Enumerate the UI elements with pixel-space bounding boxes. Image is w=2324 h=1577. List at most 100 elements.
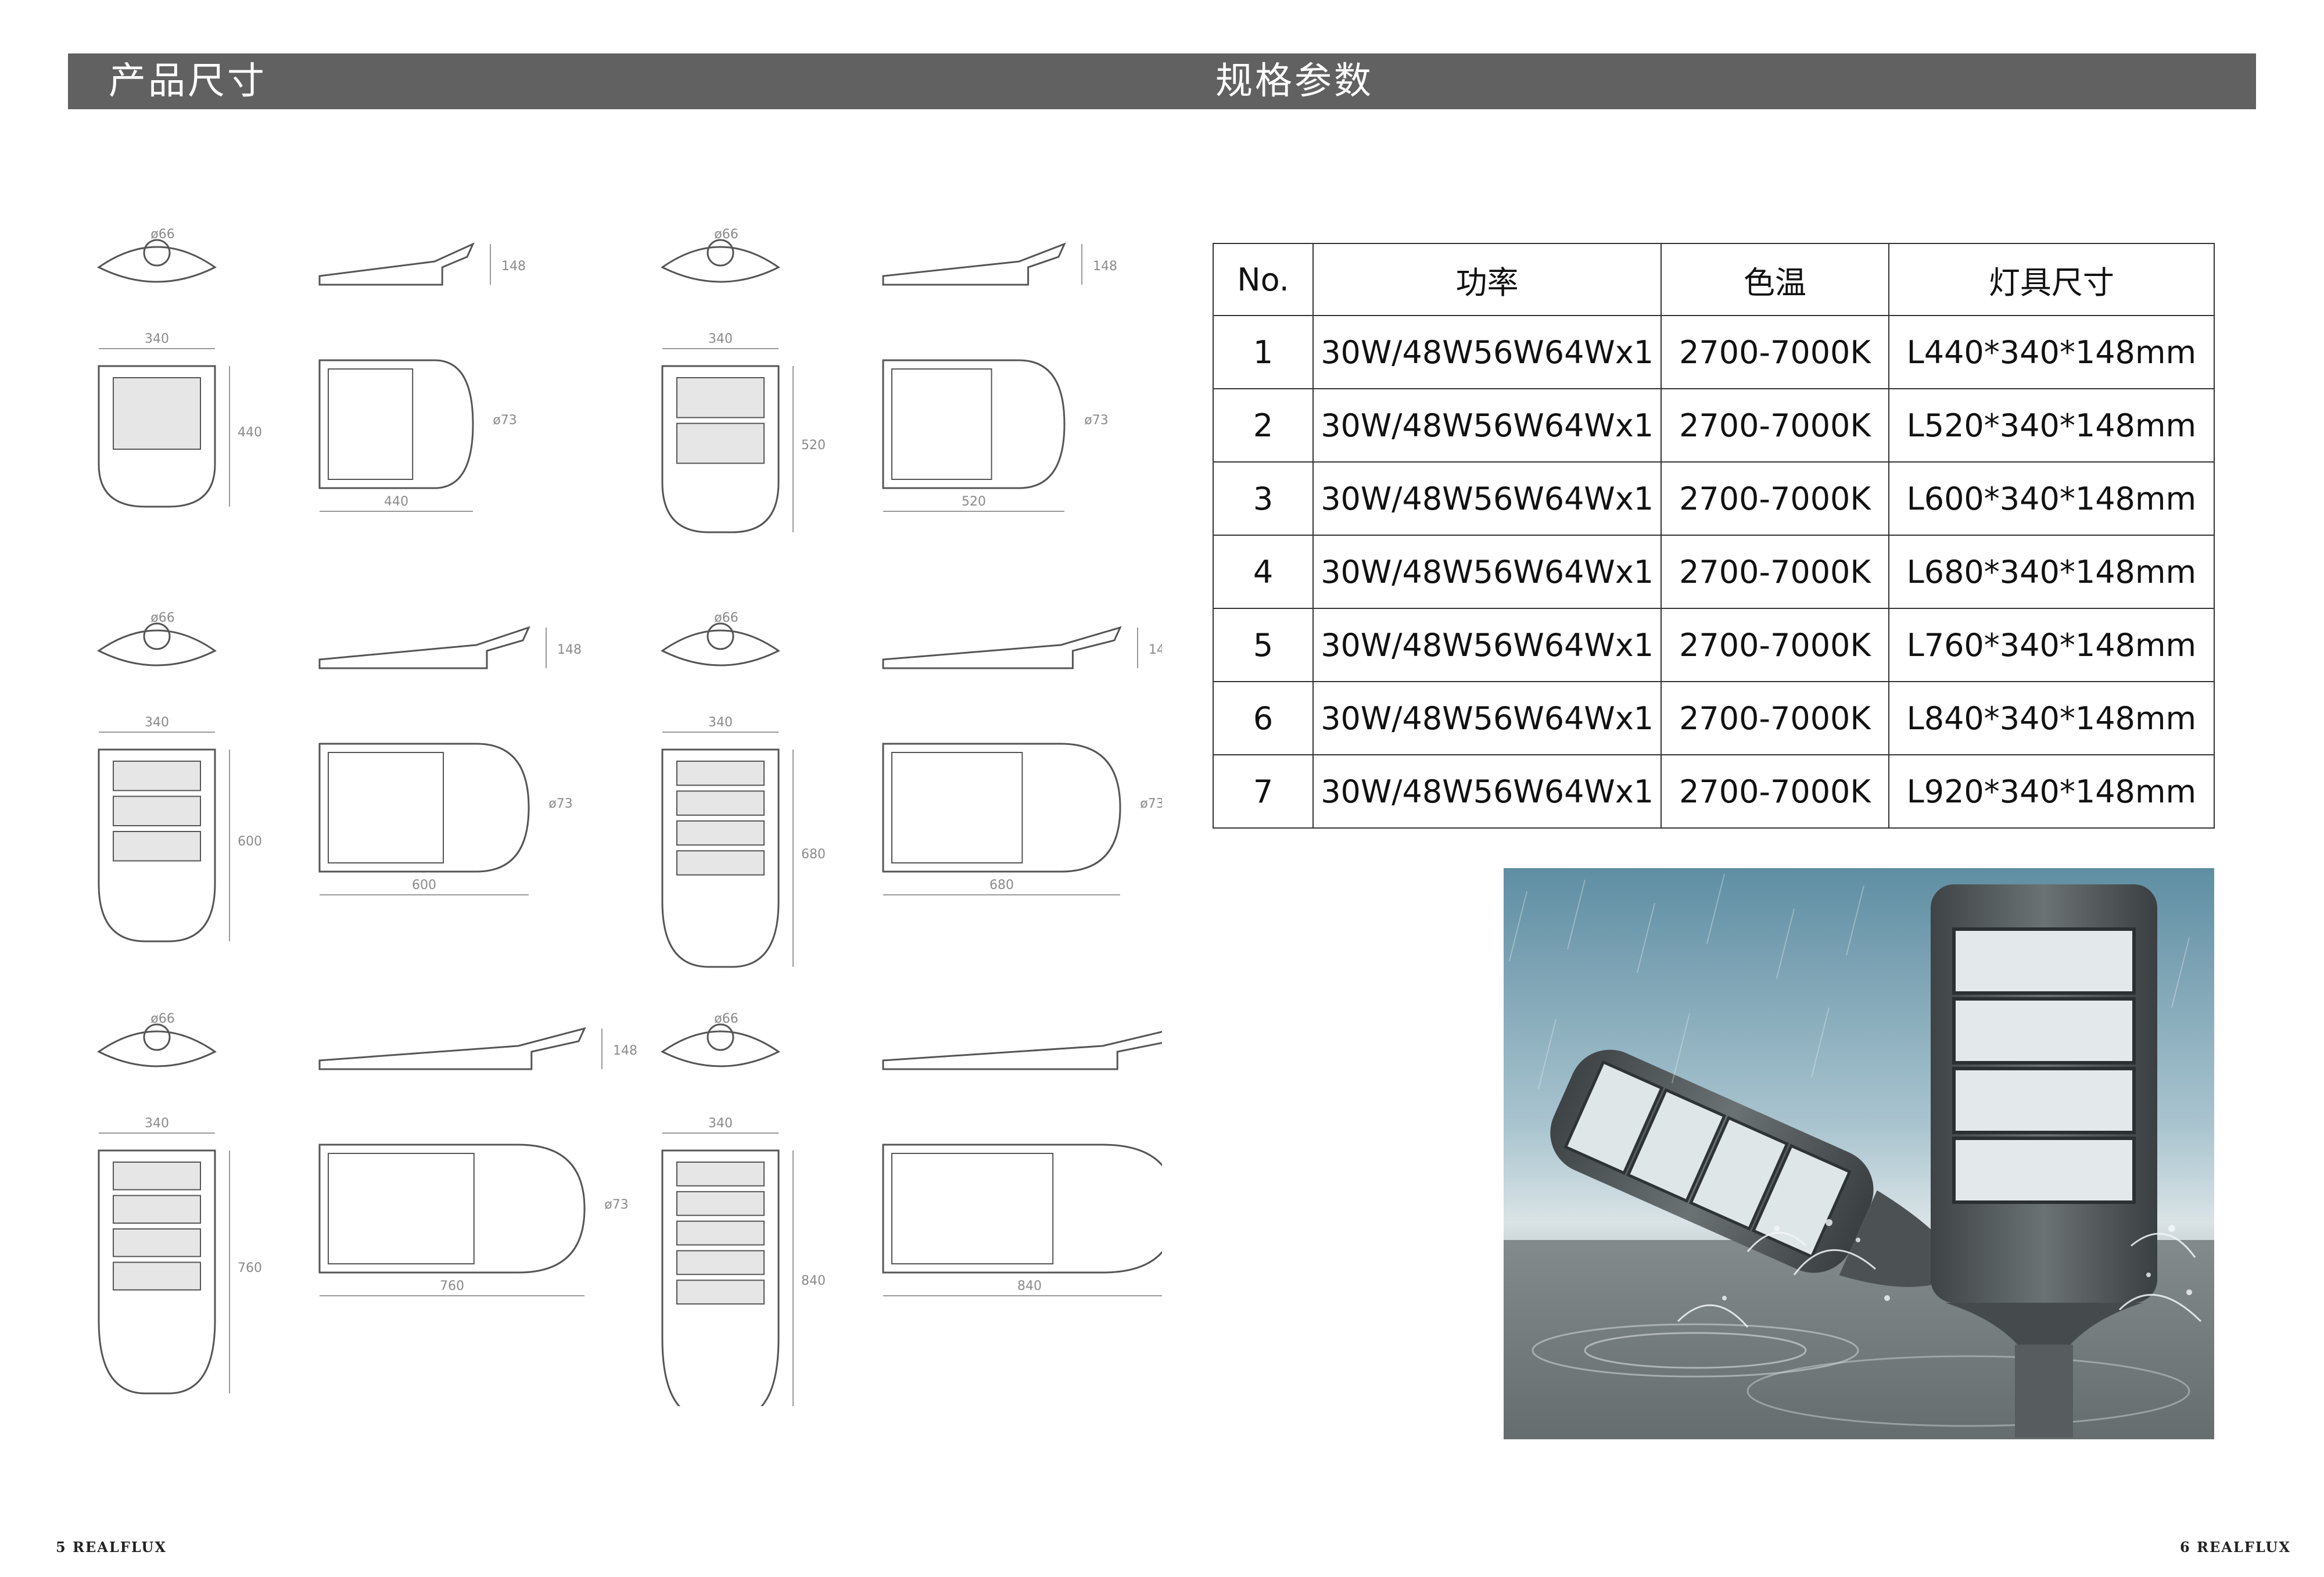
pole-diameter-label: ø66 xyxy=(150,611,174,625)
dimension-drawing-6: ø66148340840ø73840 xyxy=(661,1012,1229,1420)
cell-no: 1 xyxy=(1212,315,1314,389)
top-view-outline xyxy=(318,743,530,873)
led-module xyxy=(113,795,201,826)
side-view-outline xyxy=(318,626,530,669)
footer-right-page: 6 REALFLUX xyxy=(2180,1539,2291,1556)
top-length-label: 600 xyxy=(412,878,436,893)
top-length-label: 440 xyxy=(384,494,408,509)
side-view-outline xyxy=(882,242,1066,286)
height-label: 148 xyxy=(1149,643,1162,657)
street-light-rain-photo xyxy=(1504,868,2214,1439)
led-module xyxy=(676,820,765,846)
top-length-label: 680 xyxy=(989,878,1014,893)
led-module xyxy=(113,831,201,862)
cell-power: 30W/48W56W64Wx1 xyxy=(1312,535,1662,609)
led-module xyxy=(113,1195,201,1224)
led-module xyxy=(113,1261,201,1291)
front-length-label: 760 xyxy=(238,1261,262,1275)
top-view-panel xyxy=(328,368,414,480)
front-view-outline xyxy=(661,1149,780,1420)
header-no: No. xyxy=(1212,243,1314,316)
height-label: 148 xyxy=(501,259,526,274)
cell-power: 30W/48W56W64Wx1 xyxy=(1312,315,1662,389)
end-view-pole-circle xyxy=(143,1023,171,1051)
front-view-outline xyxy=(98,365,216,508)
end-view-outline xyxy=(661,629,780,666)
cell-power: 30W/48W56W64Wx1 xyxy=(1312,608,1662,682)
cell-color-temp: 2700-7000K xyxy=(1660,535,1889,609)
led-module xyxy=(113,377,201,450)
cell-no: 5 xyxy=(1212,608,1314,682)
cell-size: L920*340*148mm xyxy=(1888,754,2215,829)
arm-diameter-label: ø73 xyxy=(1140,797,1162,811)
led-module xyxy=(676,1250,765,1275)
top-view-outline xyxy=(318,359,474,489)
led-module xyxy=(113,1228,201,1257)
dimension-drawing-4: ø66148340680ø73680 xyxy=(661,611,1173,968)
top-view-panel xyxy=(328,752,444,863)
led-module xyxy=(676,790,765,816)
cell-color-temp: 2700-7000K xyxy=(1660,608,1889,682)
led-module xyxy=(676,1220,765,1246)
header-bar: 产品尺寸 规格参数 xyxy=(68,53,2256,109)
cell-no: 3 xyxy=(1212,461,1314,536)
led-module xyxy=(676,1279,765,1305)
top-view-panel xyxy=(328,1153,475,1264)
side-view-outline xyxy=(318,242,475,286)
dimension-drawings-svg: ø66148340440ø73440ø66148340520ø73520ø661… xyxy=(97,227,1229,1420)
cell-no: 2 xyxy=(1212,388,1314,463)
top-view-panel xyxy=(891,368,992,480)
top-length-label: 840 xyxy=(1017,1279,1042,1293)
cell-size: L520*340*148mm xyxy=(1888,388,2215,463)
top-length-label: 520 xyxy=(962,494,986,509)
pole-diameter-label: ø66 xyxy=(714,611,738,625)
led-module xyxy=(113,1162,201,1191)
cell-power: 30W/48W56W64Wx1 xyxy=(1312,681,1662,755)
pole-diameter-label: ø66 xyxy=(714,227,738,242)
arm-diameter-label: ø73 xyxy=(548,797,572,811)
led-module xyxy=(676,422,765,464)
table-row: 6 30W/48W56W64Wx1 2700-7000K L840*340*14… xyxy=(1212,681,2215,755)
footer-left-page: 5 REALFLUX xyxy=(56,1539,167,1556)
end-view-pole-circle xyxy=(706,1023,734,1051)
table-row: 2 30W/48W56W64Wx1 2700-7000K L520*340*14… xyxy=(1212,388,2215,463)
arm-diameter-label: ø73 xyxy=(604,1198,628,1212)
product-photo xyxy=(1504,868,2214,1439)
width-label: 340 xyxy=(145,1116,169,1131)
side-view-outline xyxy=(318,1027,586,1070)
top-view-outline xyxy=(318,1144,586,1274)
front-length-label: 520 xyxy=(801,438,826,453)
cell-color-temp: 2700-7000K xyxy=(1660,461,1889,536)
end-view-outline xyxy=(661,246,780,283)
side-view-outline xyxy=(882,1027,1178,1070)
cell-color-temp: 2700-7000K xyxy=(1660,754,1889,829)
cell-color-temp: 2700-7000K xyxy=(1660,315,1889,389)
cell-size: L680*340*148mm xyxy=(1888,535,2215,609)
cell-color-temp: 2700-7000K xyxy=(1660,681,1889,755)
width-label: 340 xyxy=(708,1116,733,1131)
pole-diameter-label: ø66 xyxy=(150,1012,174,1026)
front-length-label: 600 xyxy=(238,834,262,849)
led-module xyxy=(676,1191,765,1216)
top-view-outline xyxy=(882,1144,1177,1274)
front-length-label: 840 xyxy=(801,1274,826,1288)
led-module xyxy=(676,850,765,876)
cell-size: L840*340*148mm xyxy=(1888,681,2215,755)
end-view-outline xyxy=(661,1030,780,1067)
top-view-panel xyxy=(891,752,1023,863)
spec-table-header-row: No. 功率 色温 灯具尺寸 xyxy=(1212,243,2215,316)
spec-table: No. 功率 色温 灯具尺寸 1 30W/48W56W64Wx1 2700-70… xyxy=(1212,243,2215,829)
table-row: 4 30W/48W56W64Wx1 2700-7000K L680*340*14… xyxy=(1212,535,2215,609)
end-view-outline xyxy=(97,246,217,283)
cell-power: 30W/48W56W64Wx1 xyxy=(1312,754,1662,829)
header-power: 功率 xyxy=(1312,243,1662,316)
end-view-pole-circle xyxy=(706,239,734,267)
led-module xyxy=(676,377,765,418)
top-view-panel xyxy=(891,1153,1054,1264)
top-view-outline xyxy=(882,359,1066,489)
width-label: 340 xyxy=(708,715,733,730)
pole-diameter-label: ø66 xyxy=(714,1012,738,1026)
table-row: 3 30W/48W56W64Wx1 2700-7000K L600*340*14… xyxy=(1212,461,2215,536)
